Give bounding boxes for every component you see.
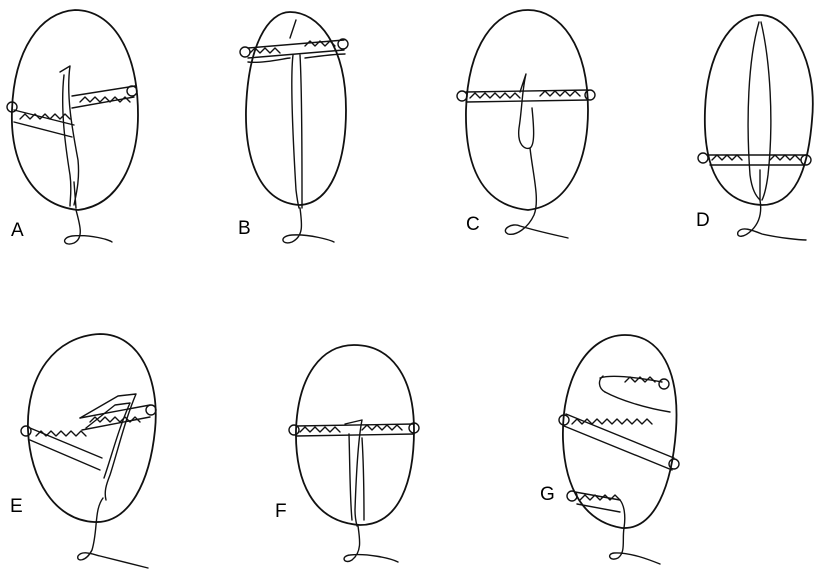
panel-e-label: E — [10, 496, 23, 517]
panel-a: A — [7, 10, 138, 244]
panel-b-seed — [240, 12, 348, 208]
panel-b-label: B — [238, 218, 251, 239]
panel-d-funiculus — [738, 200, 806, 240]
panel-a-funiculus — [65, 210, 112, 244]
panel-g-label: G — [540, 484, 555, 505]
panel-c-funiculus — [505, 148, 568, 238]
panel-g-funiculus — [610, 528, 660, 564]
panel-g: G — [540, 335, 679, 564]
panel-b: B — [238, 12, 348, 243]
panel-f-seed — [289, 345, 419, 526]
panel-a-seed — [7, 10, 138, 210]
panel-e: E — [10, 334, 156, 568]
panel-c: C — [457, 10, 595, 238]
panel-f: F — [275, 345, 419, 562]
panel-c-label: C — [466, 214, 480, 235]
panel-g-seed — [559, 335, 679, 528]
panel-f-label: F — [275, 501, 287, 522]
panel-b-funiculus — [283, 208, 334, 243]
panel-d-label: D — [696, 210, 710, 231]
panel-c-seed — [457, 10, 595, 210]
panel-e-seed — [21, 334, 156, 522]
panel-d: D — [696, 15, 813, 240]
panel-e-funiculus — [78, 498, 148, 568]
panel-d-seed — [698, 15, 813, 205]
panel-a-label: A — [11, 220, 24, 241]
panel-f-funiculus — [344, 526, 398, 562]
